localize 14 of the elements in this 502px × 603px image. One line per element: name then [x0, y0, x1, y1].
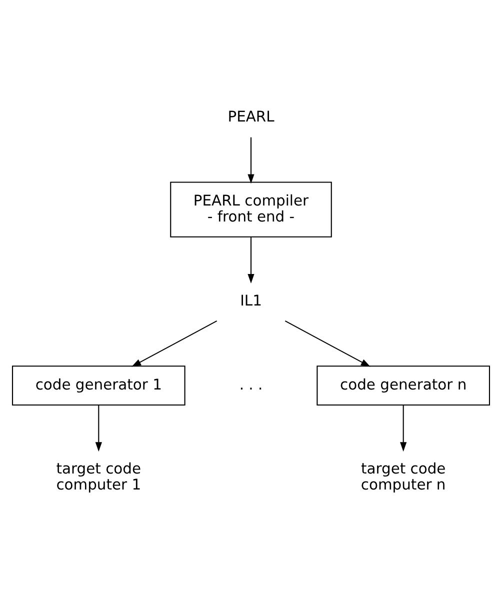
node-box: PEARL compiler - front end - — [170, 182, 332, 238]
arrow — [400, 405, 407, 452]
node-text: target code computer 1 — [56, 460, 142, 494]
label: . . . — [239, 376, 263, 394]
arrow — [248, 237, 254, 284]
node-text: target code computer n — [360, 460, 446, 494]
node-box: code generator 1 — [12, 366, 186, 406]
node-box: code generator n — [316, 366, 490, 406]
arrow — [248, 137, 254, 184]
node-text: PEARL — [228, 108, 274, 126]
arrow — [95, 405, 102, 452]
arrow — [284, 320, 370, 367]
arrow — [132, 320, 218, 367]
node-text: IL1 — [240, 292, 262, 310]
